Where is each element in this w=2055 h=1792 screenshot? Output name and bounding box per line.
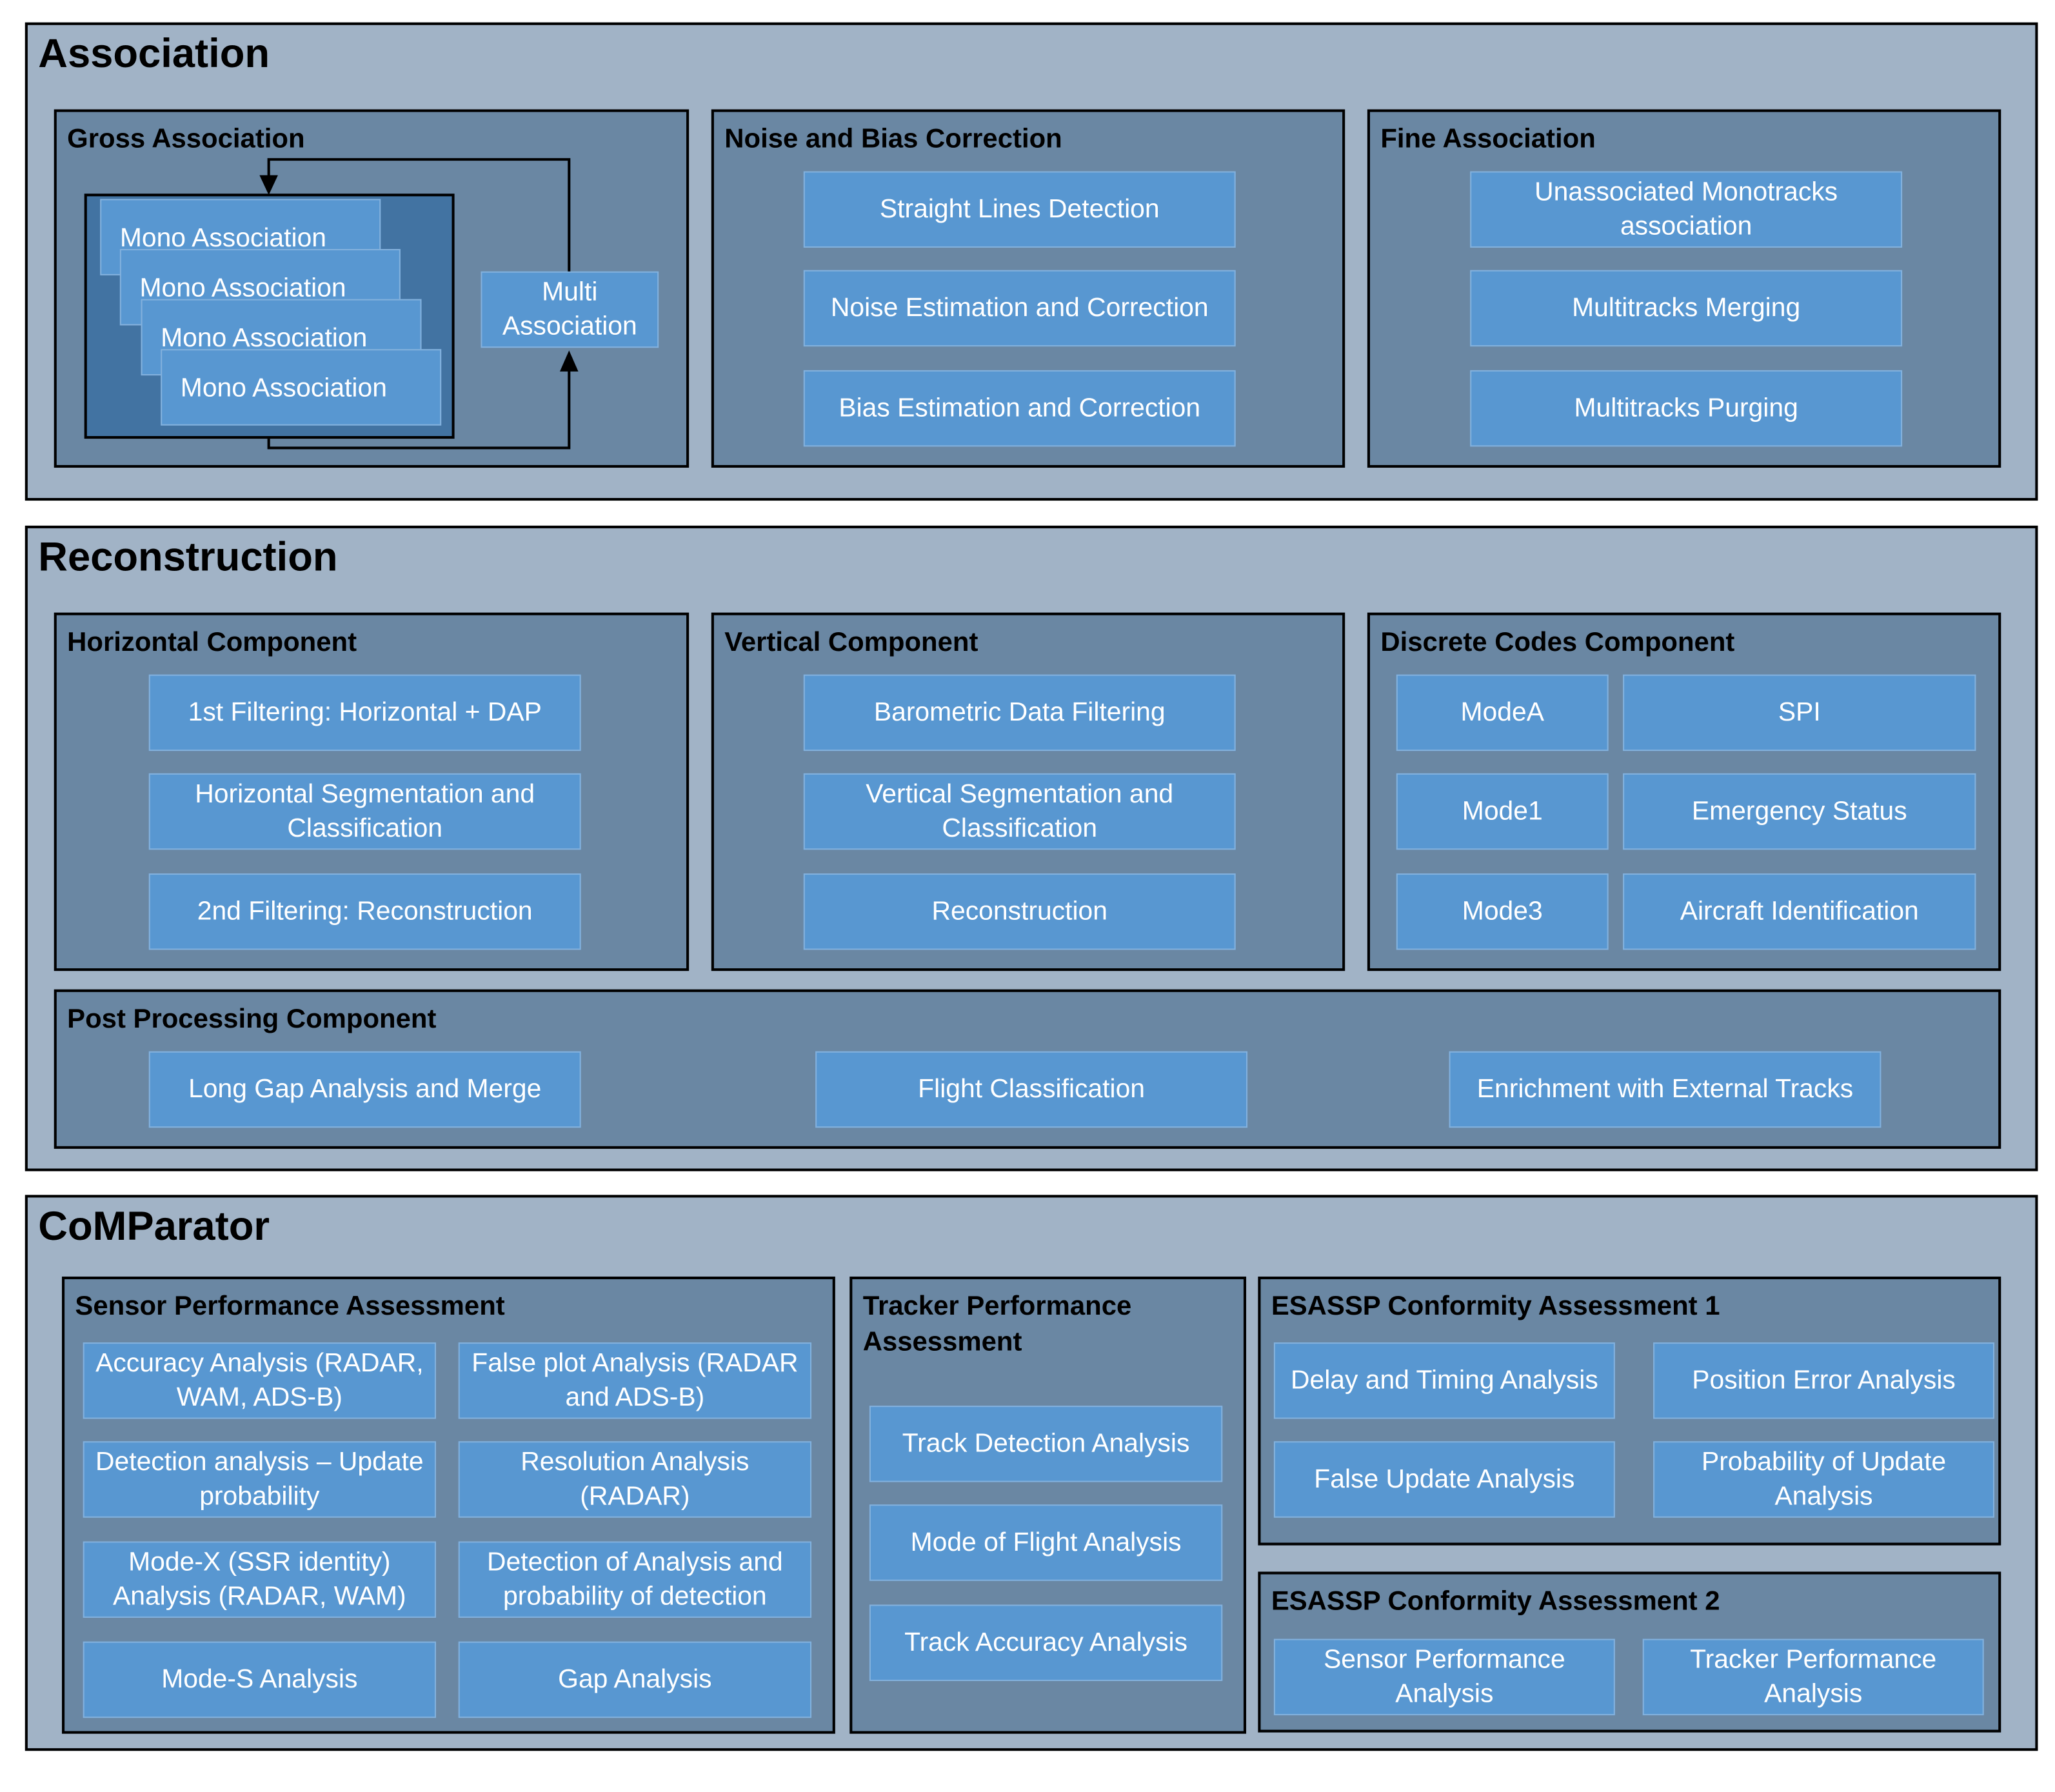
group-title: Post Processing Component — [67, 1004, 437, 1035]
group-title: Fine Association — [1380, 123, 1596, 154]
section-title: CoMParator — [38, 1202, 270, 1249]
probability-update-box: Probability of Update Analysis — [1653, 1441, 1995, 1518]
resolution-analysis-box: Resolution Analysis (RADAR) — [458, 1441, 812, 1518]
multi-association-box: Multi Association — [481, 271, 659, 348]
mode1-box: Mode1 — [1396, 773, 1609, 850]
spi-box: SPI — [1623, 674, 1976, 752]
mode-s-box: Mode-S Analysis — [83, 1641, 437, 1718]
group-title: Horizontal Component — [67, 627, 357, 658]
accuracy-analysis-box: Accuracy Analysis (RADAR, WAM, ADS-B) — [83, 1342, 437, 1419]
group-title: Tracker Performance Assessment — [862, 1291, 1132, 1357]
long-gap-box: Long Gap Analysis and Merge — [148, 1051, 581, 1128]
multitracks-purging-box: Multitracks Purging — [1470, 370, 1903, 447]
first-filtering-box: 1st Filtering: Horizontal + DAP — [148, 674, 581, 752]
barometric-filtering-box: Barometric Data Filtering — [803, 674, 1236, 752]
section-title: Association — [38, 30, 270, 77]
tracker-performance-analysis-box: Tracker Performance Analysis — [1642, 1638, 1984, 1716]
flight-classification-box: Flight Classification — [815, 1051, 1248, 1128]
false-update-box: False Update Analysis — [1273, 1441, 1615, 1518]
track-accuracy-box: Track Accuracy Analysis — [869, 1604, 1223, 1681]
group-title: Gross Association — [67, 123, 305, 154]
unassociated-monotracks-box: Unassociated Monotracks association — [1470, 171, 1903, 248]
horizontal-segmentation-box: Horizontal Segmentation and Classificati… — [148, 773, 581, 850]
sensor-performance-analysis-box: Sensor Performance Analysis — [1273, 1638, 1615, 1716]
modea-box: ModeA — [1396, 674, 1609, 752]
vertical-reconstruction-box: Reconstruction — [803, 873, 1236, 950]
bias-estimation-box: Bias Estimation and Correction — [803, 370, 1236, 447]
section-title: Reconstruction — [38, 533, 338, 580]
second-filtering-box: 2nd Filtering: Reconstruction — [148, 873, 581, 950]
mode-of-flight-box: Mode of Flight Analysis — [869, 1504, 1223, 1581]
group-title: Sensor Performance Assessment — [75, 1291, 505, 1322]
straight-lines-box: Straight Lines Detection — [803, 171, 1236, 248]
enrichment-box: Enrichment with External Tracks — [1449, 1051, 1881, 1128]
group-title: ESASSP Conformity Assessment 2 — [1271, 1586, 1720, 1617]
group-title: ESASSP Conformity Assessment 1 — [1271, 1291, 1720, 1322]
delay-timing-box: Delay and Timing Analysis — [1273, 1342, 1615, 1419]
gap-analysis-box: Gap Analysis — [458, 1641, 812, 1718]
position-error-box: Position Error Analysis — [1653, 1342, 1995, 1419]
mono-association-box: Mono Association — [161, 349, 442, 426]
false-plot-box: False plot Analysis (RADAR and ADS-B) — [458, 1342, 812, 1419]
emergency-status-box: Emergency Status — [1623, 773, 1976, 850]
multitracks-merging-box: Multitracks Merging — [1470, 270, 1903, 347]
track-detection-box: Track Detection Analysis — [869, 1406, 1223, 1482]
group-title: Discrete Codes Component — [1380, 627, 1735, 658]
aircraft-identification-box: Aircraft Identification — [1623, 873, 1976, 950]
detection-probability-box: Detection of Analysis and probability of… — [458, 1541, 812, 1618]
mode3-box: Mode3 — [1396, 873, 1609, 950]
detection-analysis-box: Detection analysis – Update probability — [83, 1441, 437, 1518]
group-title: Vertical Component — [724, 627, 978, 658]
vertical-segmentation-box: Vertical Segmentation and Classification — [803, 773, 1236, 850]
group-title: Noise and Bias Correction — [724, 123, 1062, 154]
noise-estimation-box: Noise Estimation and Correction — [803, 270, 1236, 347]
mode-x-box: Mode-X (SSR identity) Analysis (RADAR, W… — [83, 1541, 437, 1618]
